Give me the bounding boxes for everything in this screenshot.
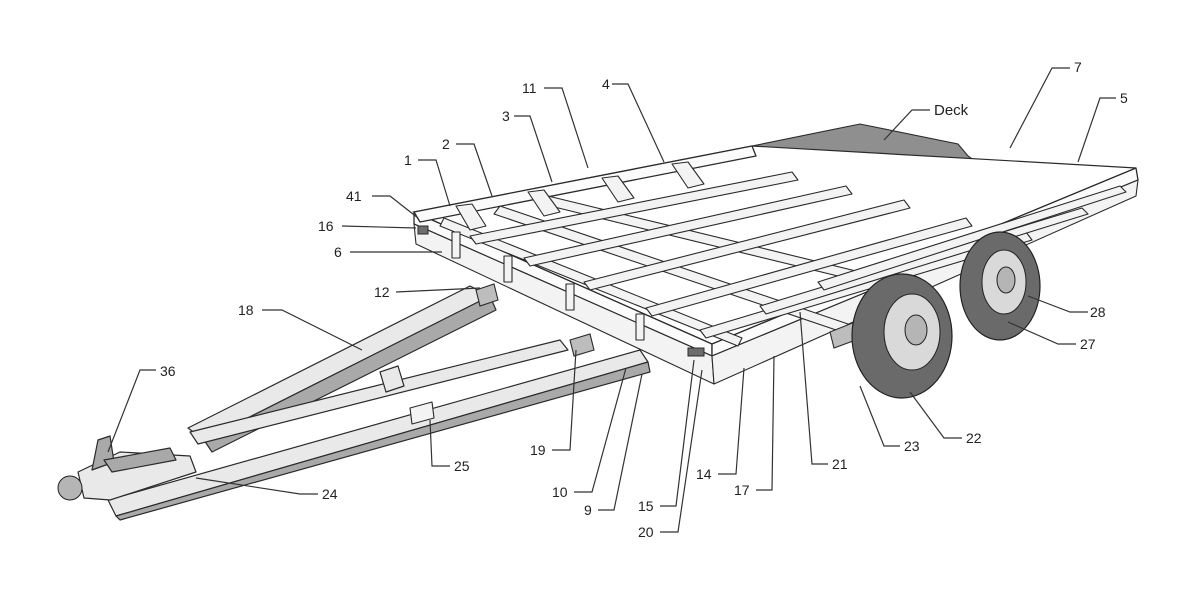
joist-b [527, 189, 561, 217]
post-1 [451, 231, 461, 259]
label-deck: Deck [934, 102, 969, 119]
label-6: 6 [334, 244, 342, 260]
label-15: 15 [638, 498, 654, 514]
leader-28 [1027, 295, 1088, 313]
leader-36 [107, 369, 156, 453]
leader-10 [574, 367, 627, 493]
short-joists [455, 161, 705, 231]
leader-11 [544, 87, 589, 169]
label-12: 12 [374, 284, 390, 300]
label-2: 2 [442, 136, 450, 152]
drawbar-right-arm-side [115, 361, 651, 521]
cross-member-2 [523, 185, 853, 267]
label-11: 11 [522, 80, 537, 96]
joist-a [455, 203, 487, 231]
leader-14 [718, 367, 745, 475]
label-27: 27 [1080, 336, 1096, 352]
label-18: 18 [238, 302, 254, 318]
label-9: 9 [584, 502, 592, 518]
label-20: 20 [638, 524, 654, 540]
cross-members [469, 171, 1127, 339]
mid-bracket [569, 333, 595, 357]
drawbar-cross-brace [379, 365, 405, 393]
label-19: 19 [530, 442, 546, 458]
leader-1 [418, 159, 451, 207]
hub-rear-outer [996, 266, 1016, 294]
leader-4 [612, 83, 665, 163]
leader-16 [341, 225, 417, 229]
label-22: 22 [966, 430, 982, 446]
coupling-ball [57, 475, 83, 501]
leader-deck [883, 109, 930, 141]
part-labels: Deck 7 5 4 11 3 2 1 41 16 6 12 18 36 24 … [160, 59, 1128, 540]
label-24: 24 [322, 486, 338, 502]
post-2 [503, 255, 513, 283]
headboard-rail [413, 145, 757, 223]
joist-c [601, 175, 635, 203]
leader-41 [372, 195, 419, 219]
leader-22 [909, 391, 962, 439]
hub-front-outer [904, 314, 928, 346]
cross-member-3 [583, 199, 911, 291]
label-3: 3 [502, 108, 510, 124]
drawbar-bracket [409, 401, 435, 425]
label-41: 41 [346, 188, 362, 204]
drawbar-assembly [57, 285, 651, 521]
label-10: 10 [552, 484, 568, 500]
leader-23 [859, 385, 900, 447]
label-14: 14 [696, 466, 712, 482]
label-25: 25 [454, 458, 470, 474]
label-7: 7 [1074, 59, 1082, 75]
leader-5 [1077, 97, 1116, 163]
post-4 [635, 313, 645, 341]
cross-member-1 [469, 171, 799, 245]
leader-lines [107, 67, 1116, 533]
joist-d [671, 161, 705, 189]
leader-12 [395, 287, 481, 293]
leader-3 [514, 115, 553, 183]
leader-25 [429, 419, 450, 467]
post-3 [565, 283, 575, 311]
label-4: 4 [602, 76, 610, 92]
leader-7 [1009, 67, 1070, 149]
leader-18 [262, 309, 363, 351]
leader-27 [1007, 321, 1076, 345]
label-17: 17 [734, 482, 750, 498]
label-36: 36 [160, 363, 176, 379]
side-marker [417, 225, 429, 235]
front-rail-posts [451, 231, 645, 341]
label-28: 28 [1090, 304, 1106, 320]
leader-20 [660, 369, 703, 533]
cross-member-4 [645, 217, 973, 317]
leader-9 [598, 373, 643, 511]
label-21: 21 [832, 456, 848, 472]
drawbar-center-beam [189, 339, 569, 445]
cross-member-7 [817, 185, 1127, 291]
tail-light [687, 347, 705, 357]
label-5: 5 [1120, 90, 1128, 106]
leader-24 [195, 477, 318, 495]
leader-19 [552, 349, 577, 451]
coupling-plate [103, 447, 177, 473]
leader-2 [456, 143, 493, 197]
leader-21 [799, 311, 828, 465]
label-1: 1 [404, 152, 412, 168]
leader-15 [660, 359, 695, 507]
front-wheels [851, 231, 1041, 399]
label-16: 16 [318, 218, 334, 234]
drawbar-mount-bracket [475, 283, 499, 307]
label-23: 23 [904, 438, 920, 454]
leader-17 [756, 355, 775, 491]
